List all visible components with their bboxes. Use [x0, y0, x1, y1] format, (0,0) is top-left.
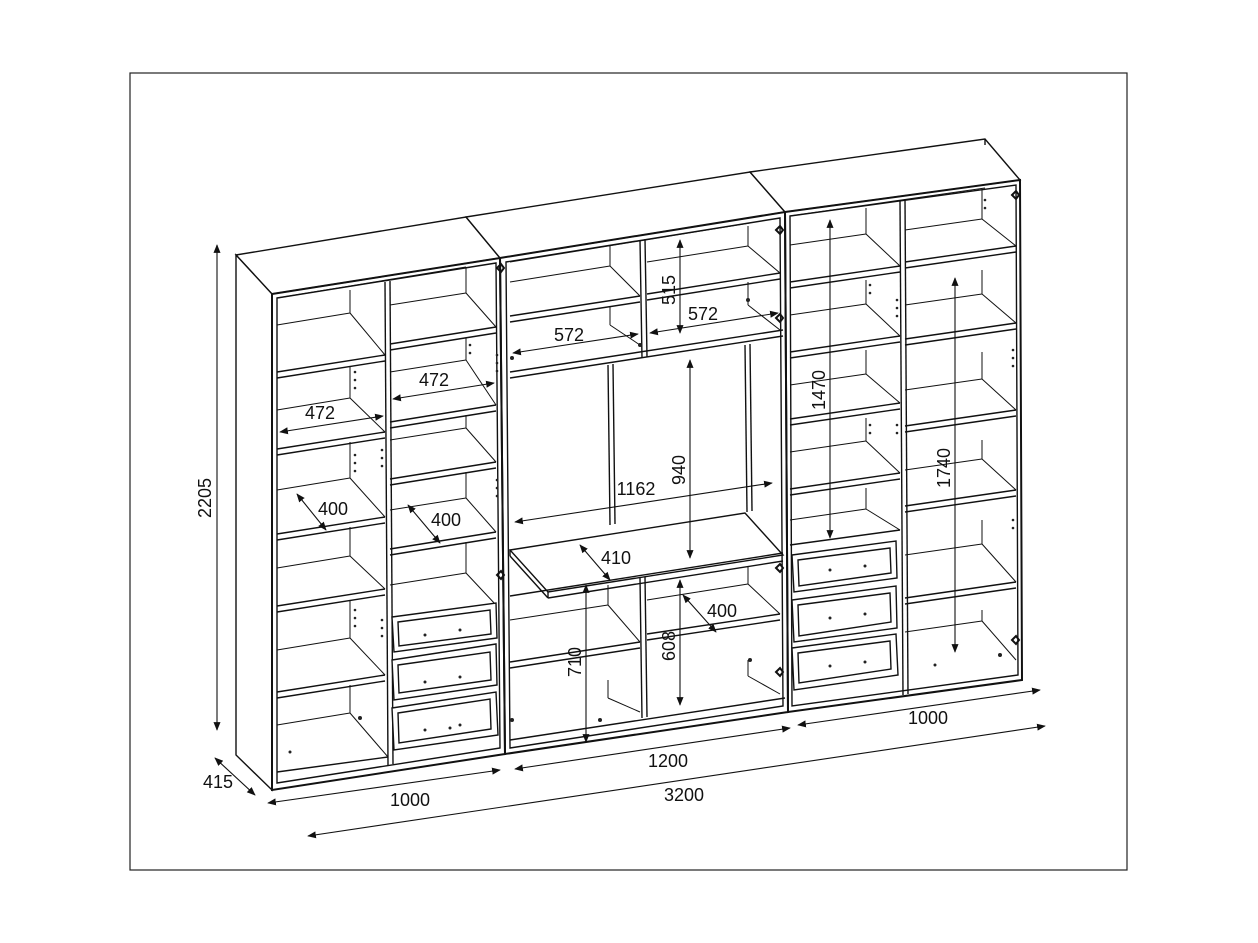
right-right-column-height-label: 1740: [934, 448, 954, 488]
top-right-width-label: 572: [688, 304, 718, 324]
tv-depth-label: 410: [601, 548, 631, 568]
drawing-frame: [129, 72, 1128, 871]
left-shelf-width-a-label: 472: [305, 403, 335, 423]
dimension-lines: [213, 219, 1046, 839]
left-depth-b-label: 400: [431, 510, 461, 530]
dimension-labels: 2205 415 3200 1000 1200 1000 472 472 400…: [195, 275, 954, 810]
left-module: [234, 216, 507, 792]
overall-height-label: 2205: [195, 478, 215, 518]
center-module: [464, 171, 790, 756]
left-depth-a-label: 400: [318, 499, 348, 519]
bottom-left-height-label: 710: [565, 647, 585, 677]
center-module-width-label: 1200: [648, 751, 688, 771]
depth-label: 415: [203, 772, 233, 792]
overall-width-label: 3200: [664, 785, 704, 805]
top-left-width-label: 572: [554, 325, 584, 345]
top-height-label: 515: [659, 275, 679, 305]
tv-width-label: 1162: [617, 479, 656, 499]
right-module-width-label: 1000: [908, 708, 948, 728]
left-shelf-width-b-label: 472: [419, 370, 449, 390]
right-module: [748, 138, 1024, 714]
bottom-depth-label: 400: [707, 601, 737, 621]
tv-height-label: 940: [669, 455, 689, 485]
bottom-right-height-label: 608: [659, 631, 679, 661]
left-module-width-label: 1000: [390, 790, 430, 810]
right-left-column-height-label: 1470: [809, 370, 829, 410]
